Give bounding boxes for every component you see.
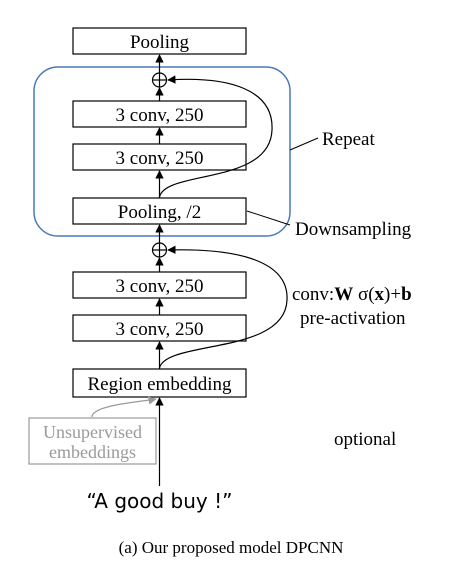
repeat-label: Repeat bbox=[322, 129, 375, 150]
circled-plus-icon bbox=[151, 242, 168, 258]
skip-connection-upper bbox=[158, 75, 273, 198]
pooling-top-label: Pooling bbox=[130, 32, 190, 53]
repeat-leader-line bbox=[289, 137, 319, 151]
pooling-top-block: Pooling bbox=[72, 27, 247, 55]
repeat-group-box bbox=[33, 66, 291, 237]
unsupervised-line2: embeddings bbox=[49, 442, 136, 462]
conv-lower-1-block: 3 conv, 250 bbox=[72, 271, 247, 299]
unsupervised-line1: Unsupervised bbox=[43, 422, 142, 442]
conv-lower-1-label: 3 conv, 250 bbox=[116, 276, 204, 297]
conv-upper-1-label: 3 conv, 250 bbox=[116, 105, 204, 126]
pre-activation-label: pre-activation bbox=[300, 308, 406, 329]
conv-upper-2-block: 3 conv, 250 bbox=[72, 143, 247, 171]
unsupervised-embeddings-block: Unsupervised embeddings bbox=[28, 417, 157, 465]
conv-lower-2-label: 3 conv, 250 bbox=[116, 319, 204, 340]
region-embedding-label: Region embedding bbox=[87, 374, 232, 395]
input-text: “A good buy !” bbox=[87, 489, 233, 513]
conv-upper-1-block: 3 conv, 250 bbox=[72, 100, 247, 128]
region-embedding-block: Region embedding bbox=[72, 368, 247, 398]
optional-label: optional bbox=[334, 429, 396, 450]
skip-connection-lower bbox=[158, 245, 288, 369]
conv-formula-label: conv:W σ(x)+b bbox=[292, 284, 412, 305]
unsupervised-to-region-arrow bbox=[91, 396, 157, 418]
downsampling-label: Downsampling bbox=[295, 219, 412, 240]
pooling-half-label: Pooling, /2 bbox=[118, 202, 201, 223]
downsampling-leader-line bbox=[246, 210, 291, 226]
conv-lower-2-block: 3 conv, 250 bbox=[72, 314, 247, 342]
conv-upper-2-label: 3 conv, 250 bbox=[116, 148, 204, 169]
pooling-half-block: Pooling, /2 bbox=[72, 197, 247, 225]
circled-plus-icon bbox=[151, 72, 168, 88]
figure-caption: (a) Our proposed model DPCNN bbox=[119, 538, 344, 557]
